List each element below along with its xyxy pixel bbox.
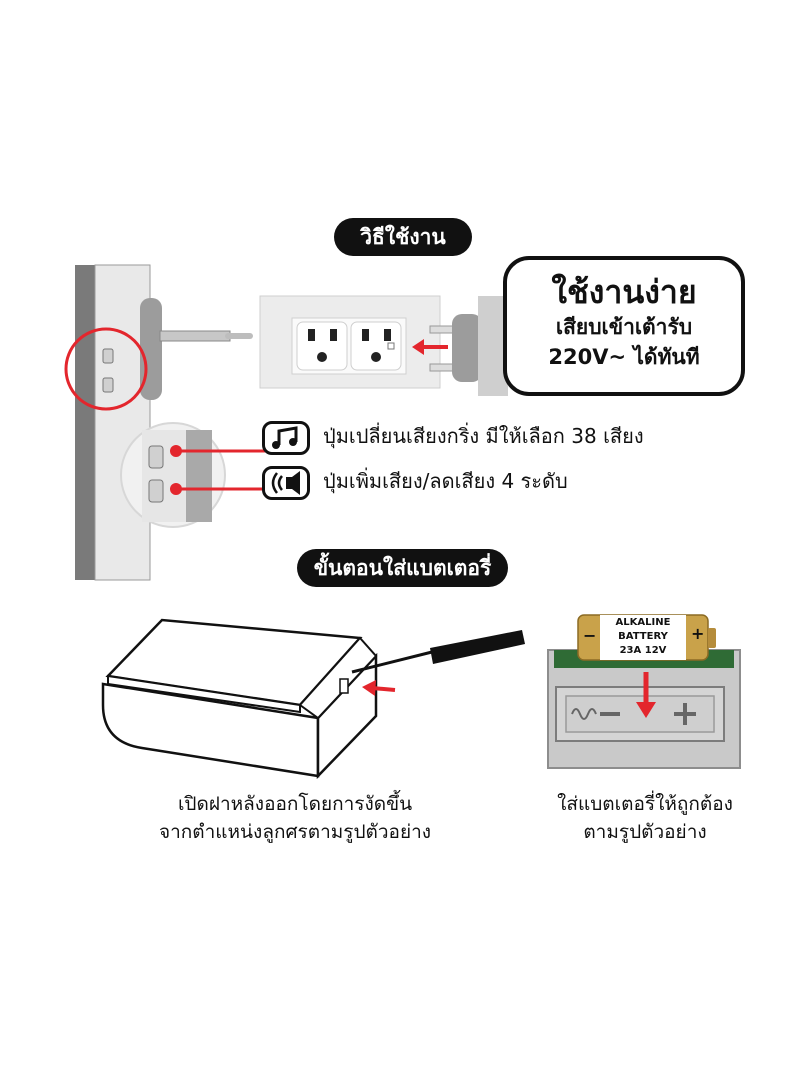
caption-insert-battery-line2: ตามรูปตัวอย่าง	[583, 821, 707, 843]
caption-open-cover-line1: เปิดฝาหลังออกโดยการงัดขึ้น	[177, 793, 413, 815]
music-note-icon	[262, 421, 310, 455]
speaker-icon	[262, 466, 310, 500]
battery-label-line2: BATTERY	[618, 631, 668, 642]
easy-use-line2: 220V~ ได้ทันที	[548, 345, 700, 369]
feature-ringtone-text: ปุ่มเปลี่ยนเสียงกริ่ง มีให้เลือก 38 เสีย…	[323, 424, 644, 448]
easy-use-headline: ใช้งานง่าย	[551, 273, 697, 311]
caption-open-cover: เปิดฝาหลังออกโดยการงัดขึ้น จากตำแหน่งลูก…	[130, 790, 460, 846]
usage-title: วิธีใช้งาน	[334, 218, 472, 256]
feature-volume-text: ปุ่มเพิ่มเสียง/ลดเสียง 4 ระดับ	[323, 469, 568, 493]
battery-label-line1: ALKALINE	[615, 617, 671, 628]
caption-open-cover-line2: จากตำแหน่งลูกศรตามรูปตัวอย่าง	[158, 821, 432, 843]
caption-insert-battery: ใส่แบตเตอรี่ให้ถูกต้อง ตามรูปตัวอย่าง	[525, 790, 765, 846]
battery-plus-sign: +	[691, 624, 705, 643]
battery-steps-title: ขั้นตอนใส่แบตเตอรี่	[297, 549, 508, 587]
easy-use-callout: ใช้งานง่าย เสียบเข้าเต้ารับ 220V~ ได้ทัน…	[503, 256, 745, 396]
easy-use-line1: เสียบเข้าเต้ารับ	[555, 315, 693, 339]
caption-insert-battery-line1: ใส่แบตเตอรี่ให้ถูกต้อง	[557, 793, 733, 815]
battery-minus-sign: −	[583, 626, 597, 645]
battery-label-line3: 23A 12V	[619, 645, 667, 656]
